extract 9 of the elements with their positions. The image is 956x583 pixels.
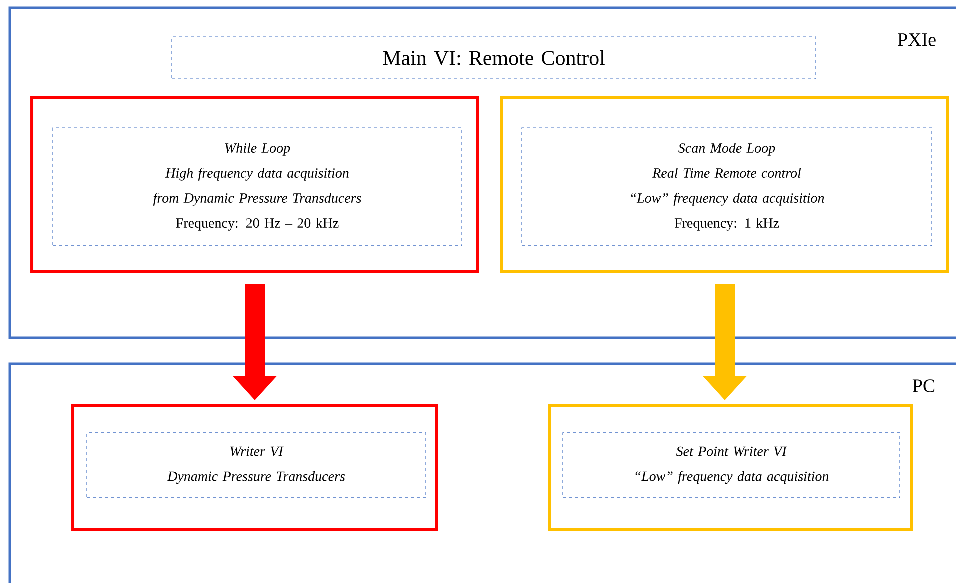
title-box: Main VI: Remote Control bbox=[172, 36, 816, 80]
process-box: Scan Mode Loop Real Time Remote control “Low” frequency data acquisition Frequency: 1 kHz bbox=[522, 128, 932, 246]
loop-box bbox=[500, 96, 950, 274]
loop-box bbox=[30, 96, 480, 274]
process-box: Set Point Writer VI “Low” frequency data acquisition bbox=[562, 432, 900, 498]
loop-box bbox=[72, 404, 438, 532]
process-box: While Loop High frequency data acquisition from Dynamic Pressure Transducers Frequency: 20 Hz – 20 kHz bbox=[52, 128, 462, 246]
loop-box bbox=[548, 404, 914, 532]
process-box: Writer VI Dynamic Pressure Transducers bbox=[86, 432, 426, 498]
